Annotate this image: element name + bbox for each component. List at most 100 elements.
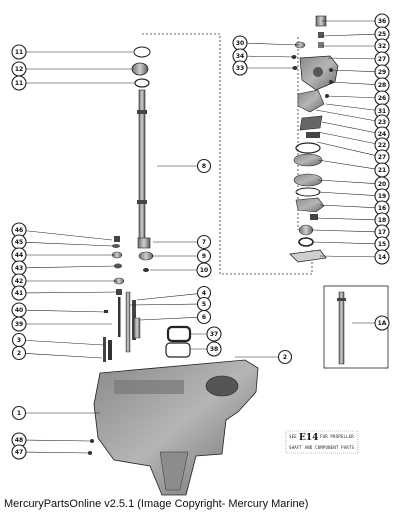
callout-c28: 28: [374, 77, 390, 93]
leader-line-c46: [25, 230, 113, 241]
leader-line-c2a: [25, 353, 103, 359]
pinion-bearing-part: [137, 237, 151, 249]
leader-line-c24: [321, 121, 376, 133]
callout-c17: 17: [374, 224, 390, 240]
top-seal-part: [133, 46, 151, 58]
leader-line-c4: [136, 293, 198, 301]
callout-c45: 45: [11, 234, 27, 250]
callout-c33: 33: [232, 60, 248, 76]
callout-label: 10: [200, 267, 208, 274]
callout-c32: 32: [374, 38, 390, 54]
reference-line2: SHAFT AND COMPONENT PARTS: [289, 445, 355, 450]
leader-line-c27a: [327, 57, 376, 60]
callout-circle: [277, 349, 293, 365]
callout-label: 28: [378, 82, 386, 89]
callout-label: 31: [378, 108, 386, 115]
callout-label: 9: [202, 253, 206, 260]
callout-label: 24: [378, 131, 386, 138]
callout-label: 20: [378, 181, 386, 188]
callout-c2b: 2: [277, 349, 293, 365]
callout-label: 34: [236, 53, 244, 60]
callout-label: 46: [15, 227, 23, 234]
callout-c37: 37: [206, 326, 222, 342]
callout-label: 29: [378, 69, 386, 76]
callout-label: 26: [378, 95, 386, 102]
callout-circle: [232, 60, 248, 76]
callout-c40: 40: [11, 302, 27, 318]
callout-c39: 39: [11, 316, 27, 332]
callout-c10: 10: [196, 262, 212, 278]
gear-housing: [88, 359, 259, 496]
callout-label: 42: [15, 278, 23, 285]
leader-line-c47: [25, 451, 90, 454]
leader-line-c22: [317, 131, 376, 144]
callout-circle: [11, 405, 27, 421]
callout-c23: 23: [374, 114, 390, 130]
callout-label: 48: [15, 437, 23, 444]
leader-line-c43: [25, 265, 117, 269]
callout-label: 15: [378, 241, 386, 248]
callout-circle: [374, 249, 390, 265]
callout-label: 18: [378, 217, 386, 224]
callout-c34: 34: [232, 48, 248, 64]
callout-c41: 41: [11, 285, 27, 301]
callout-c30: 30: [232, 35, 248, 51]
callout-c8: 8: [196, 158, 212, 174]
callout-c36: 36: [374, 13, 390, 29]
callout-c7: 7: [196, 234, 212, 250]
leader-line-c6: [139, 317, 198, 321]
callout-circle: [196, 262, 212, 278]
gasket-parts: [165, 325, 192, 358]
callout-label: 11: [15, 80, 23, 87]
callout-label: 36: [378, 18, 386, 25]
callout-c2a: 2: [11, 345, 27, 361]
callout-label: 4: [202, 290, 206, 297]
leader-line-c14: [319, 255, 376, 258]
leader-line-c48: [25, 439, 91, 442]
leader-line-c30: [246, 42, 301, 46]
callout-label: 32: [378, 43, 386, 50]
leader-line-c34: [246, 55, 295, 58]
callout-c5: 5: [196, 296, 212, 312]
leader-line-c20: [317, 179, 376, 184]
leader-line-c16: [319, 204, 376, 208]
callout-label: 1: [17, 410, 21, 417]
leader-line-c28: [329, 81, 376, 85]
callout-label: 16: [378, 205, 386, 212]
leader-lines: [25, 20, 376, 454]
callout-label: 6: [202, 314, 206, 321]
callout-label: 47: [15, 449, 23, 456]
leader-line-c25: [321, 33, 376, 37]
callout-label: 14: [378, 254, 386, 261]
callout-c31: 31: [374, 103, 390, 119]
callout-c20: 20: [374, 176, 390, 192]
callout-label: 19: [378, 193, 386, 200]
leader-line-c23: [315, 109, 376, 122]
lower-seal-part: [134, 78, 150, 88]
leader-line-c29: [329, 69, 376, 73]
callout-label: 33: [236, 65, 244, 72]
callout-label: 45: [15, 239, 23, 246]
leader-line-c5: [129, 303, 198, 306]
callout-c43: 43: [11, 260, 27, 276]
image-copyright-caption: MercuryPartsOnline v2.5.1 (Image Copyrig…: [4, 498, 309, 510]
leader-line-c3: [25, 340, 105, 346]
callout-label: 17: [378, 229, 386, 236]
callout-label: 23: [378, 119, 386, 126]
callout-c1: 1: [11, 405, 27, 421]
dashed-guide: [142, 33, 313, 275]
callout-c1A: 1A: [374, 315, 390, 331]
callout-label: 43: [15, 265, 23, 272]
callout-c3: 3: [11, 332, 27, 348]
callout-c4: 4: [196, 285, 212, 301]
callout-label: 25: [378, 31, 386, 38]
callout-circle: [11, 44, 27, 60]
impeller-part: [297, 89, 325, 113]
callout-label: 22: [378, 142, 386, 149]
callout-c24: 24: [374, 126, 390, 142]
callout-circle: [206, 341, 222, 357]
callout-circle: [11, 316, 27, 332]
callout-label: 2: [283, 354, 287, 361]
